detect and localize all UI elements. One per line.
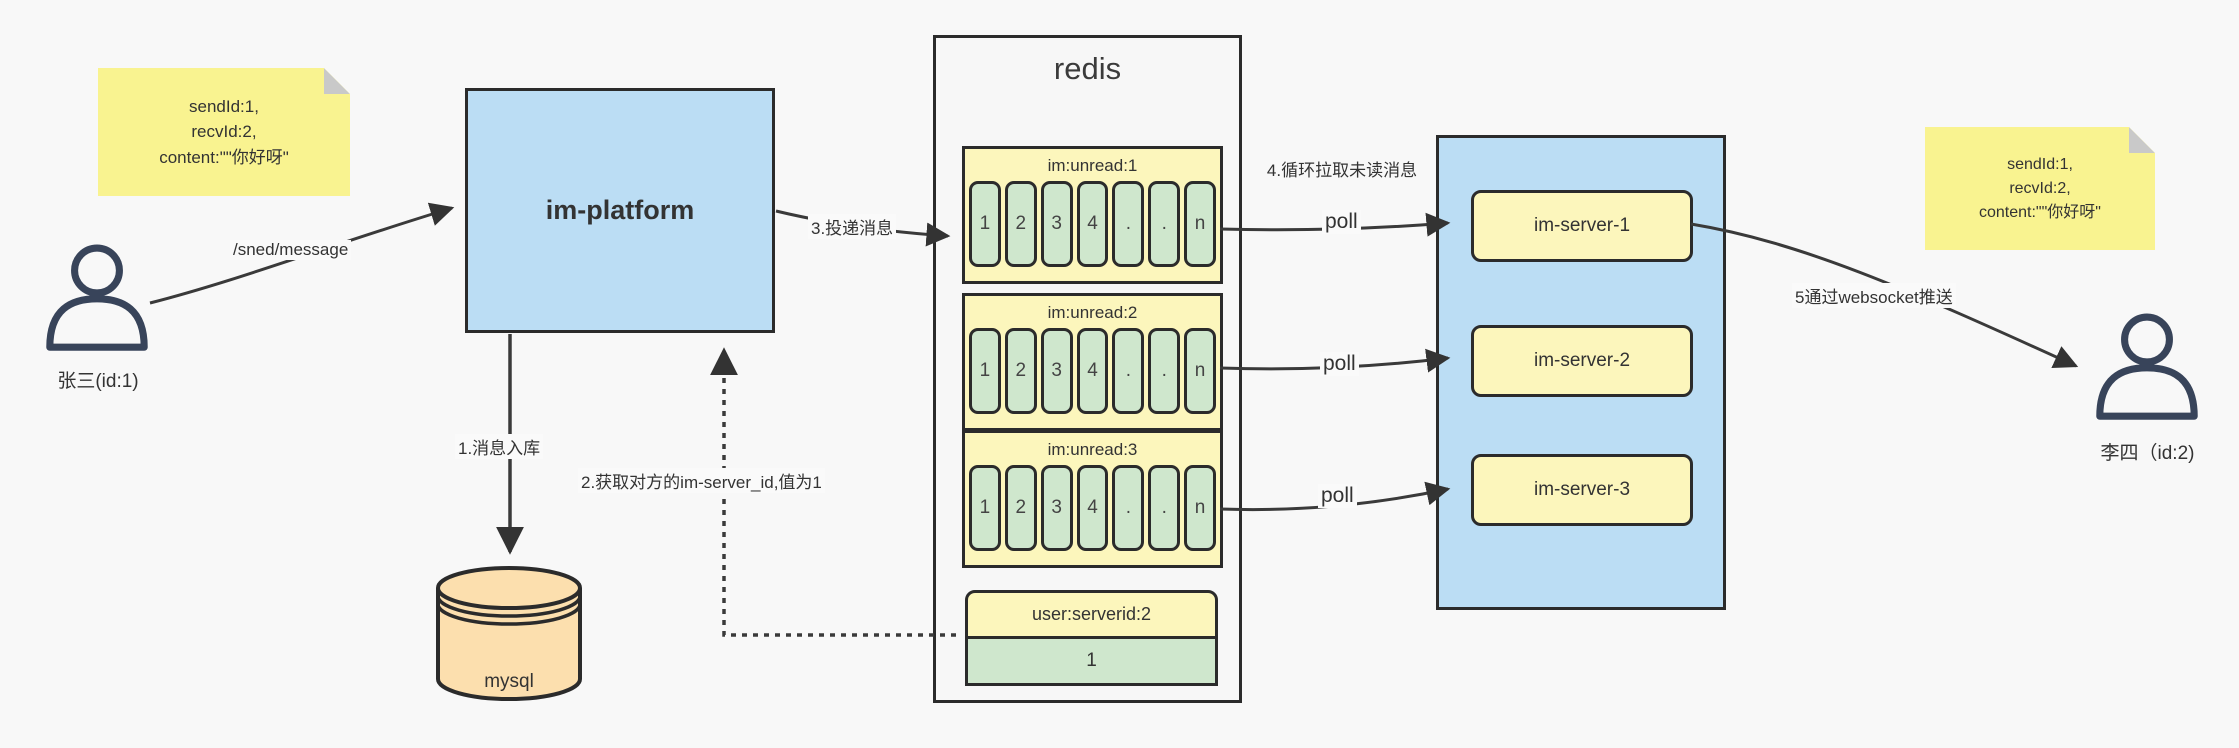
database-cylinder-icon	[436, 566, 582, 701]
queue-cell: 2	[1004, 181, 1037, 267]
queue-cell: .	[1148, 181, 1181, 267]
queue-title: im:unread:1	[1047, 156, 1138, 175]
edge-label-poll-2: poll	[1320, 352, 1359, 376]
im-server-1-box: im-server-1	[1471, 190, 1693, 262]
queue-cell: 3	[1040, 181, 1073, 267]
user-serverid-value: 1	[968, 636, 1215, 683]
user-serverid-box: user:serverid:2 1	[965, 590, 1218, 686]
queue-cell: .	[1112, 328, 1145, 414]
mysql-database: mysql	[433, 563, 585, 705]
queue-cell: 4	[1076, 465, 1109, 551]
queue-cell: .	[1112, 181, 1145, 267]
queue-cell: 2	[1004, 328, 1037, 414]
note-fold-corner	[324, 68, 350, 94]
queue-title: im:unread:2	[1047, 303, 1138, 322]
queue-cell: n	[1184, 181, 1217, 267]
sticky-note-receiver: sendId:1, recvId:2, content:""你好呀"	[1925, 127, 2155, 250]
queue-title: im:unread:3	[1047, 440, 1138, 459]
queue-cell: .	[1112, 465, 1145, 551]
note-line: sendId:1,	[189, 96, 259, 116]
queue-cell: 1	[969, 465, 1001, 551]
note-line: sendId:1,	[2007, 155, 2073, 173]
im-server-3-box: im-server-3	[1471, 454, 1693, 526]
queue-cell: 1	[969, 328, 1001, 414]
edge-label-poll-3: poll	[1318, 484, 1357, 508]
note-line: content:""你好呀"	[159, 147, 289, 167]
note-line: recvId:2,	[191, 122, 257, 142]
person-icon	[46, 244, 148, 351]
note-fold-corner	[2129, 127, 2155, 153]
queue-cell: 4	[1076, 328, 1109, 414]
edge-label-send-api: /sned/message	[230, 240, 352, 260]
redis-title: redis	[1053, 51, 1122, 86]
sticky-note-sender: sendId:1, recvId:2, content:""你好呀"	[98, 68, 350, 196]
queue-cell: 4	[1076, 181, 1109, 267]
queue-cell: 3	[1040, 465, 1073, 551]
note-line: recvId:2,	[2009, 179, 2071, 197]
queue-cell: n	[1184, 465, 1217, 551]
im-server-2-box: im-server-2	[1471, 325, 1693, 397]
queue-cell: .	[1148, 465, 1181, 551]
edge-label-step3: 3.投递消息	[808, 214, 897, 239]
user-serverid-key: user:serverid:2	[1031, 604, 1152, 624]
user-icon-sender	[38, 240, 156, 365]
queue-cell: 3	[1040, 328, 1073, 414]
edge-label-step2: 2.获取对方的im-server_id,值为1	[578, 468, 825, 493]
sender-label: 张三(id:1)	[57, 371, 139, 392]
edge-label-poll-1: poll	[1322, 210, 1361, 234]
note-line: content:""你好呀"	[1979, 203, 2101, 221]
edge-label-step5: 5通过websocket推送	[1792, 283, 1956, 308]
edge-label-step4: 4.循环拉取未读消息	[1266, 161, 1418, 180]
queue-cell: 2	[1004, 465, 1037, 551]
queue-cell: .	[1148, 328, 1181, 414]
im-platform-label: im-platform	[545, 195, 695, 225]
im-server-cluster: im-server-1 im-server-2 im-server-3	[1436, 135, 1726, 610]
queue-cell: n	[1184, 328, 1217, 414]
receiver-label: 李四（id:2)	[2100, 443, 2195, 464]
mysql-label: mysql	[484, 671, 534, 692]
queue-cell: 1	[969, 181, 1001, 267]
user-icon-receiver	[2088, 310, 2206, 433]
person-icon	[2096, 313, 2198, 420]
im-platform-box: im-platform	[465, 88, 775, 333]
edge-label-step1: 1.消息入库	[455, 434, 544, 459]
